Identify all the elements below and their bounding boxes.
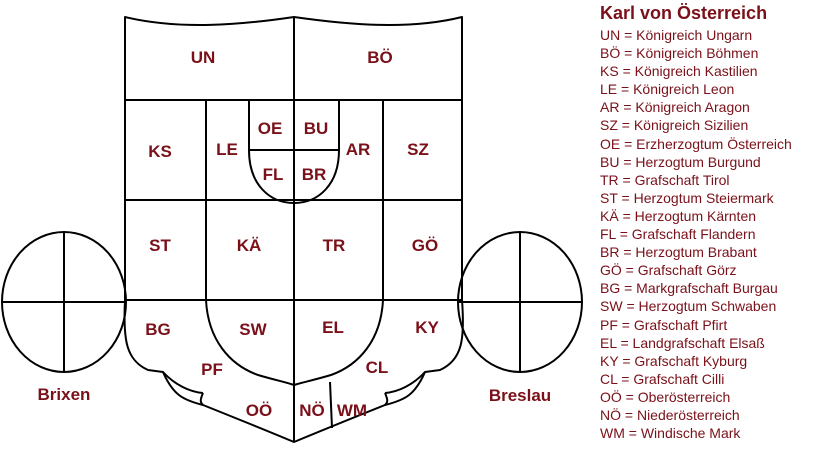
field-pf: PF — [201, 360, 223, 379]
legend-entry: KÄ = Herzogtum Kärnten — [600, 207, 757, 224]
legend-entry: OE = Erzherzogtum Österreich — [600, 135, 792, 152]
legend-entry: AR = Königreich Aragon — [600, 99, 750, 116]
legend-entry: LE = Königreich Leon — [600, 81, 735, 98]
field-un: UN — [191, 48, 216, 67]
legend-entry: BÖ = Königreich Böhmen — [600, 45, 759, 62]
field-tr: TR — [323, 236, 346, 255]
legend-entry: GÖ = Grafschaft Görz — [600, 262, 737, 279]
legend-entry: KS = Königreich Kastilien — [600, 63, 758, 80]
field-labels: UN BÖ KS LE OE BU FL BR AR SZ ST KÄ TR G… — [38, 48, 552, 420]
legend-title: Karl von Österreich — [600, 3, 768, 23]
legend-entry: NÖ = Niederösterreich — [600, 406, 740, 423]
legend-list: UN = Königreich Ungarn BÖ = Königreich Bö… — [600, 26, 792, 442]
supporter-right-label: Breslau — [489, 386, 551, 405]
field-el: EL — [322, 318, 344, 337]
field-st: ST — [149, 236, 171, 255]
field-cl: CL — [366, 358, 389, 377]
field-go: GÖ — [412, 236, 438, 255]
field-ka: KÄ — [237, 236, 262, 255]
divider-pf-lower — [162, 371, 204, 394]
legend-entry: SW = Herzogtum Schwaben — [600, 298, 777, 315]
field-ar: AR — [346, 140, 371, 159]
legend-entry: KY = Grafschaft Kyburg — [600, 352, 748, 369]
field-no: NÖ — [299, 401, 325, 420]
divider-curve-left — [205, 299, 295, 386]
divider-pf-tip — [199, 392, 204, 406]
main-shield — [123, 16, 464, 443]
legend-entry: FL = Grafschaft Flandern — [600, 226, 756, 243]
right-oval-shield — [457, 231, 583, 373]
legend-entry: UN = Königreich Ungarn — [600, 27, 753, 43]
field-br: BR — [302, 165, 327, 184]
legend-entry: BR = Herzogtum Brabant — [600, 244, 757, 261]
field-ky: KY — [415, 318, 439, 337]
legend-entry: PF = Grafschaft Pfirt — [600, 316, 728, 333]
field-oe: OE — [258, 119, 283, 138]
field-le: LE — [216, 140, 238, 159]
field-ks: KS — [148, 142, 172, 161]
field-sz: SZ — [407, 140, 429, 159]
field-sw: SW — [239, 320, 267, 339]
divider-wm — [329, 381, 333, 429]
divider-cl-tip — [384, 392, 389, 406]
legend-entry: BG = Markgrafschaft Burgau — [600, 280, 778, 297]
field-bg: BG — [145, 320, 171, 339]
divider-cl-lower — [384, 371, 426, 394]
legend-entry: OÖ = Oberösterreich — [600, 388, 731, 405]
legend-entry: TR = Grafschaft Tirol — [600, 171, 730, 188]
left-oval-shield — [1, 231, 127, 373]
legend-entry: BU = Herzogtum Burgund — [600, 153, 761, 170]
divider-curve-right — [293, 299, 384, 386]
supporter-left-label: Brixen — [38, 385, 91, 404]
legend-entry: SZ = Königreich Sizilien — [600, 117, 749, 134]
legend-entry: ST = Herzogtum Steiermark — [600, 189, 774, 206]
field-fl: FL — [263, 165, 284, 184]
legend-entry: EL = Landgrafschaft Elsaß — [600, 334, 765, 351]
main-shield-outline — [123, 16, 464, 443]
field-bo: BÖ — [367, 48, 393, 67]
field-wm: WM — [337, 401, 367, 420]
legend-entry: CL = Grafschaft Cilli — [600, 370, 725, 387]
legend-entry: WM = Windische Mark — [600, 425, 741, 442]
field-oo: OÖ — [246, 401, 272, 420]
field-bu: BU — [304, 119, 329, 138]
